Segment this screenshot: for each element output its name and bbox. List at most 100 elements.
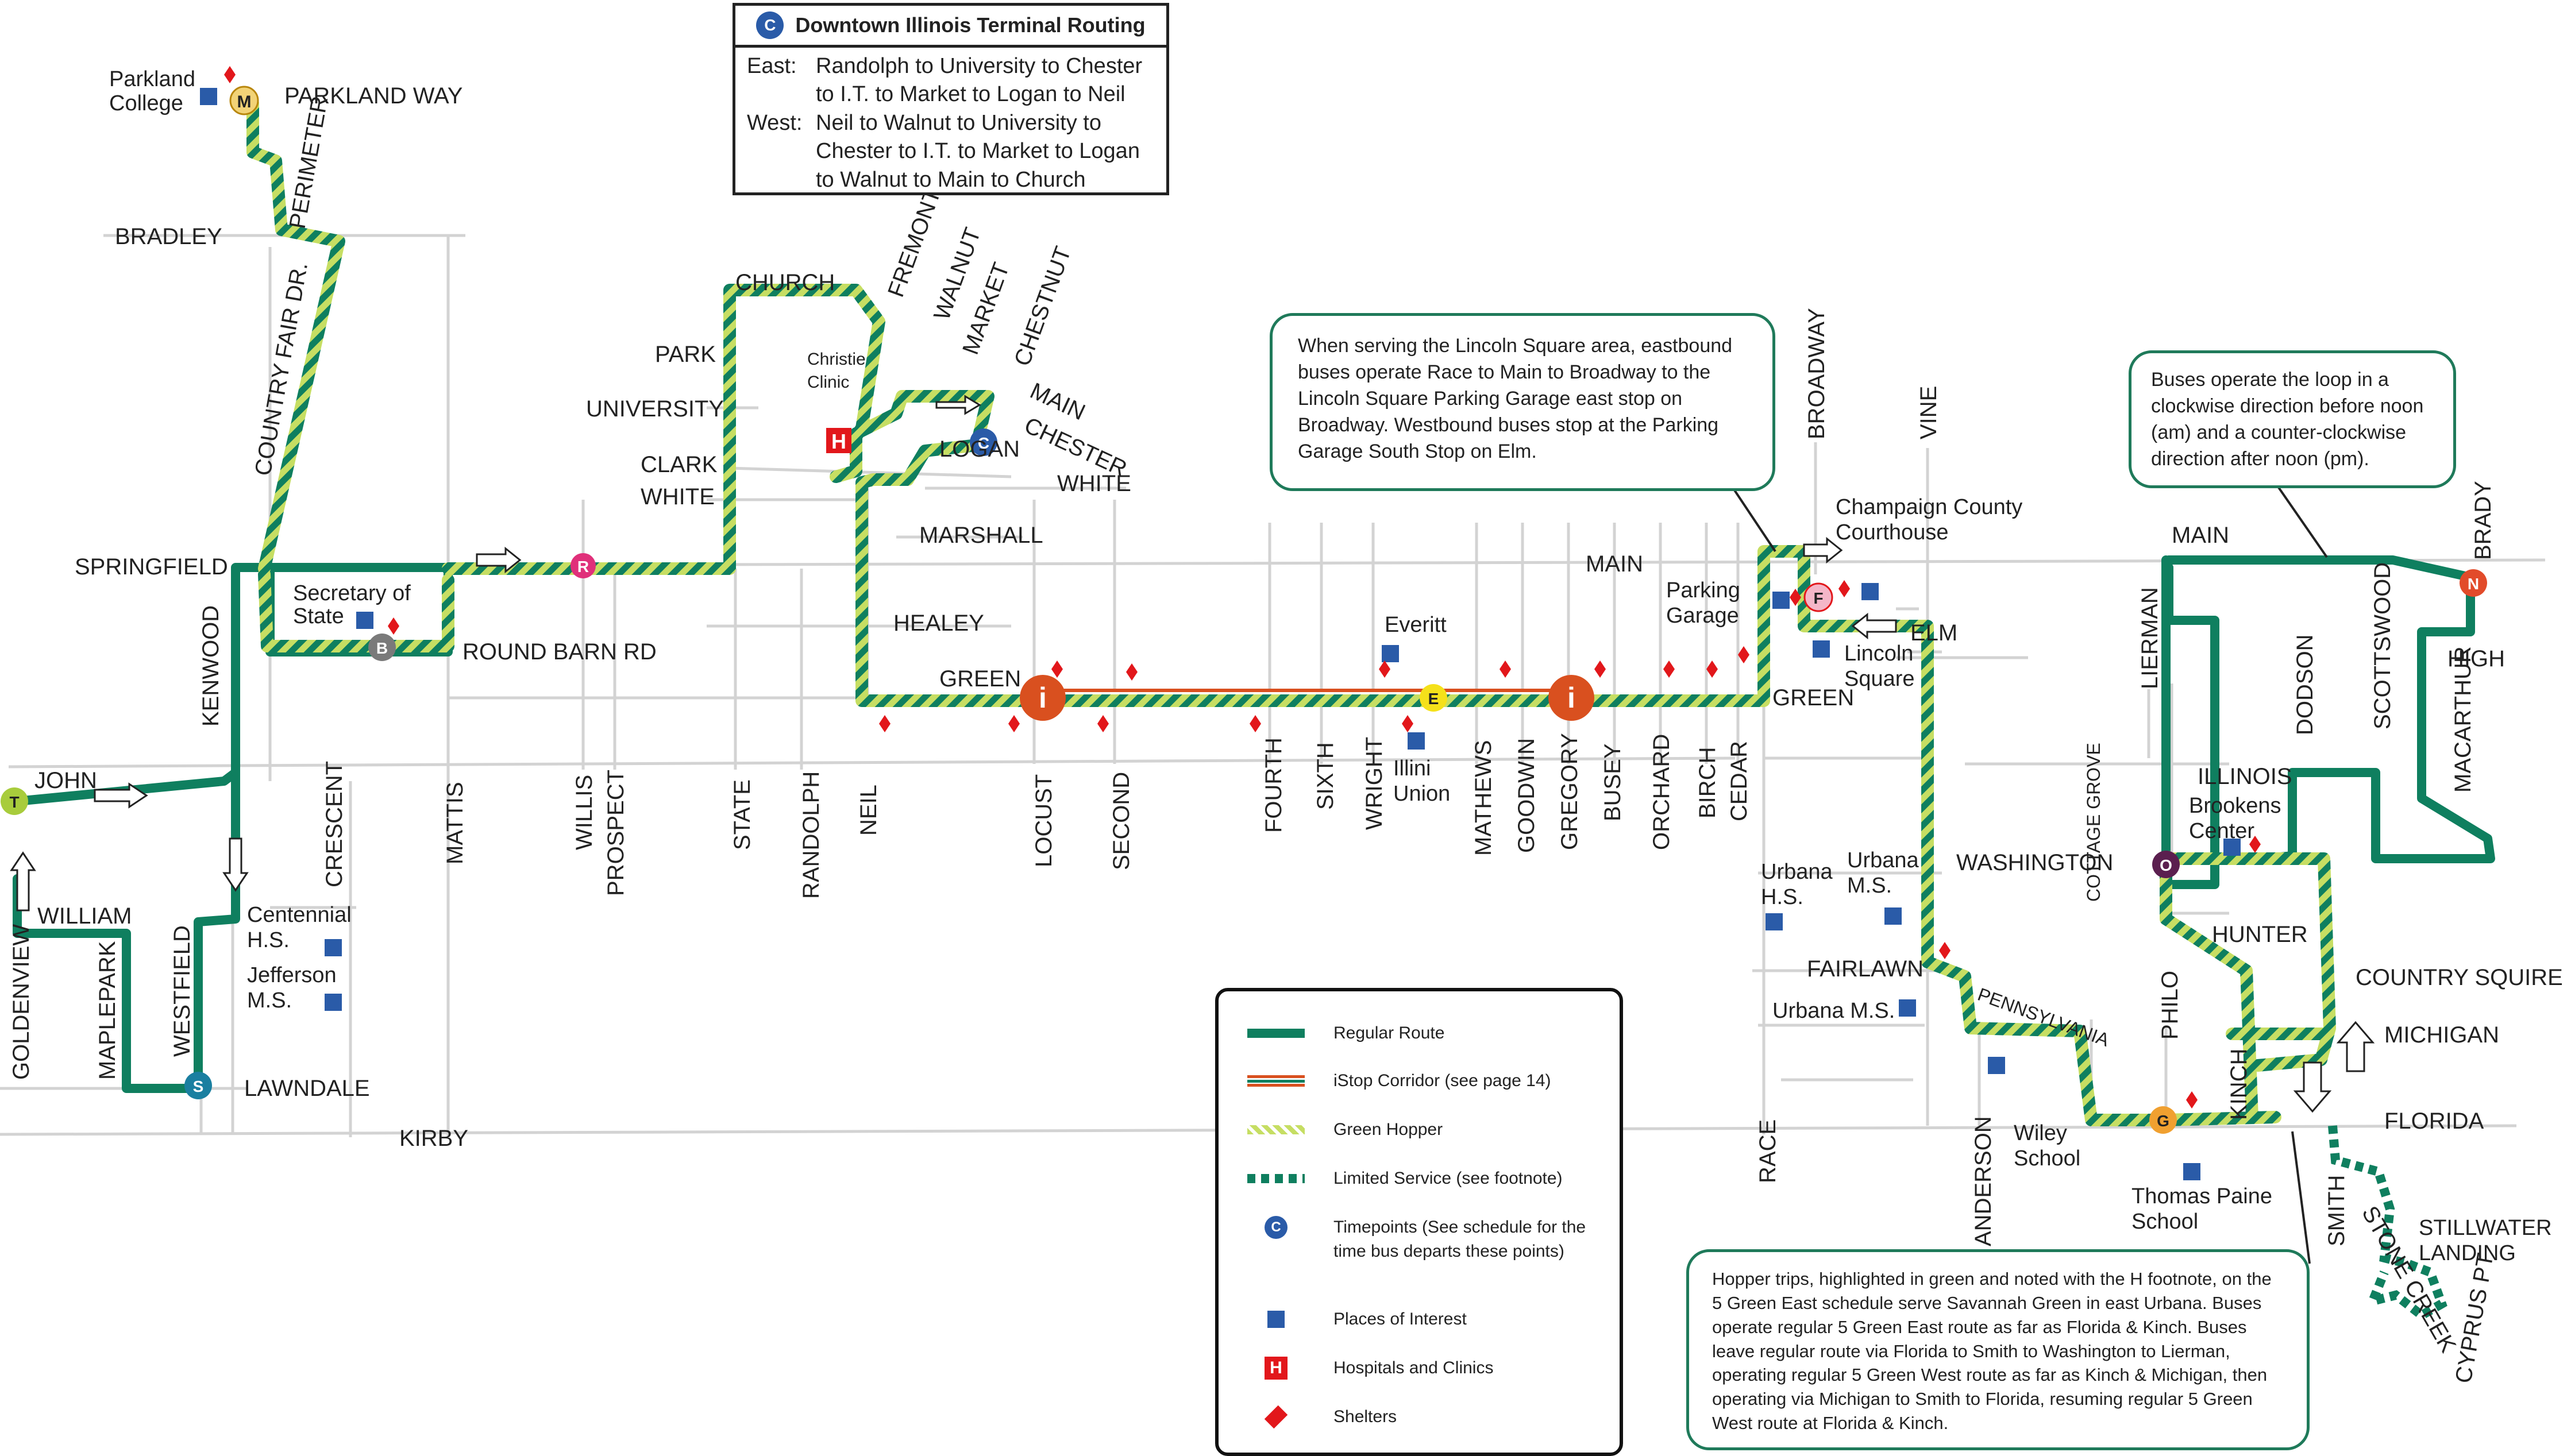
street-label: KIRBY <box>399 1126 468 1151</box>
street-label: MATTIS <box>442 782 468 864</box>
street-label: KENWOOD <box>198 605 223 727</box>
svg-text:E: E <box>1428 690 1439 708</box>
street-label: GREEN <box>1772 685 1854 710</box>
street-label: ELM <box>1910 620 1957 646</box>
street-label: PHILO <box>2157 971 2183 1040</box>
street-label: MACARTHUR <box>2450 646 2476 793</box>
timepoint-c[interactable]: C <box>970 428 997 456</box>
svg-text:S: S <box>193 1077 204 1095</box>
svg-text:i: i <box>1567 682 1575 714</box>
map-legend: Regular Route iStop Corridor (see page 1… <box>1215 988 1623 1456</box>
hopper-trips-note: Hopper trips, highlighted in green and n… <box>1686 1249 2310 1450</box>
legend-label: iStop Corridor (see page 14) <box>1333 1071 1551 1090</box>
street-label: MICHIGAN <box>2384 1022 2499 1048</box>
direction-arrows <box>10 395 2375 1113</box>
timepoint-n[interactable]: N <box>2460 569 2487 597</box>
hopper-callout-pointer <box>2291 1131 2311 1264</box>
street-label: BUSEY <box>1600 743 1625 821</box>
timepoint-b[interactable]: B <box>368 634 396 661</box>
street-label: MAIN <box>1586 551 1643 577</box>
street-label: ANDERSON <box>1971 1116 1996 1246</box>
downtown-east-row: East: Randolph to University to Chester … <box>735 52 1166 109</box>
timepoint-t[interactable]: T <box>1 787 28 815</box>
street-label: GREGORY <box>1557 733 1582 850</box>
loop-callout-pointer <box>2274 481 2328 558</box>
street-label: COTTAGE GROVE <box>2083 743 2104 902</box>
east-key: East: <box>747 54 797 78</box>
downtown-west-row: West: Neil to Walnut to University to Ch… <box>735 109 1166 194</box>
street-label: KINCH <box>2226 1049 2252 1120</box>
street-label: PROSPECT <box>603 770 629 896</box>
svg-text:H: H <box>831 430 846 453</box>
west-text: Neil to Walnut to University to Chester … <box>816 110 1140 192</box>
street-label: BROADWAY <box>1804 308 1829 439</box>
poi-square-icon <box>1267 1311 1285 1328</box>
street-label: WHITE <box>1057 471 1131 496</box>
legend-label: Shelters <box>1333 1407 1397 1426</box>
place-label: Everitt <box>1385 613 1447 637</box>
street-label: JOHN <box>34 768 97 793</box>
street-label: UNIVERSITY <box>586 396 724 422</box>
street-label: MAPLEPARK <box>95 941 120 1080</box>
places-of-interest-markers <box>200 88 2241 1180</box>
street-label: CEDAR <box>1726 741 1752 821</box>
svg-text:B: B <box>376 639 388 657</box>
street-label: LIERMAN <box>2137 587 2163 689</box>
svg-text:M: M <box>237 92 252 111</box>
timepoint-o[interactable]: O <box>2152 851 2180 878</box>
street-label: CLARK <box>641 452 718 477</box>
timepoint-g[interactable]: G <box>2149 1106 2177 1134</box>
svg-text:G: G <box>2157 1112 2169 1130</box>
timepoint-m[interactable]: M <box>229 86 259 115</box>
street-label: FOURTH <box>1261 737 1286 833</box>
istop-hub-green-gregory[interactable]: i <box>1548 675 1594 721</box>
istop-hub-green-locust[interactable]: i <box>1020 675 1066 721</box>
street-label: NEIL <box>856 785 881 836</box>
street-label: CRESCENT <box>322 761 347 887</box>
street-label: WILLIS <box>572 775 597 850</box>
street-label: LAWNDALE <box>244 1076 370 1101</box>
svg-text:N: N <box>2468 575 2479 593</box>
timepoint-e[interactable]: E <box>1420 684 1447 712</box>
street-label: HUNTER <box>2212 922 2308 947</box>
hopper-swatch <box>1247 1125 1305 1134</box>
street-label: BIRCH <box>1695 747 1720 818</box>
street-label: MARSHALL <box>919 523 1043 548</box>
street-label: RANDOLPH <box>799 771 824 899</box>
lincoln-callout-pointer <box>1728 481 1776 553</box>
street-label: ORCHARD <box>1649 734 1674 850</box>
svg-text:O: O <box>2160 856 2172 874</box>
svg-text:F: F <box>1813 589 1823 607</box>
street-label: WESTFIELD <box>169 925 195 1057</box>
street-label: CYPRUS PT <box>2451 1251 2499 1385</box>
downtown-routing-title: Downtown Illinois Terminal Routing <box>795 13 1146 37</box>
street-label: HEALEY <box>893 611 984 636</box>
legend-label: Green Hopper <box>1333 1120 1443 1139</box>
street-label: ROUND BARN RD <box>462 639 657 665</box>
street-label: PARKLAND WAY <box>284 83 462 109</box>
west-key: West: <box>747 110 803 135</box>
street-label: COUNTRY FAIR DR. <box>250 260 313 477</box>
timepoint-s[interactable]: S <box>184 1072 212 1099</box>
street-label: VINE <box>1916 386 1941 439</box>
street-label: DODSON <box>2292 634 2318 735</box>
legend-limited: Limited Service (see footnote) <box>1219 1167 1620 1191</box>
timepoint-f[interactable]: F <box>1803 582 1833 612</box>
street-label: STATE <box>730 779 755 850</box>
street-label: MATHEWS <box>1471 740 1496 856</box>
street-label: HIGH <box>2447 646 2505 671</box>
street-label: RACE <box>1755 1119 1780 1183</box>
street-label: LOGAN <box>939 437 1020 462</box>
street-label: GOODWIN <box>1514 738 1539 853</box>
timepoint-r[interactable]: R <box>571 553 596 578</box>
svg-text:i: i <box>1039 682 1047 714</box>
street-label: WASHINGTON <box>1956 850 2113 875</box>
